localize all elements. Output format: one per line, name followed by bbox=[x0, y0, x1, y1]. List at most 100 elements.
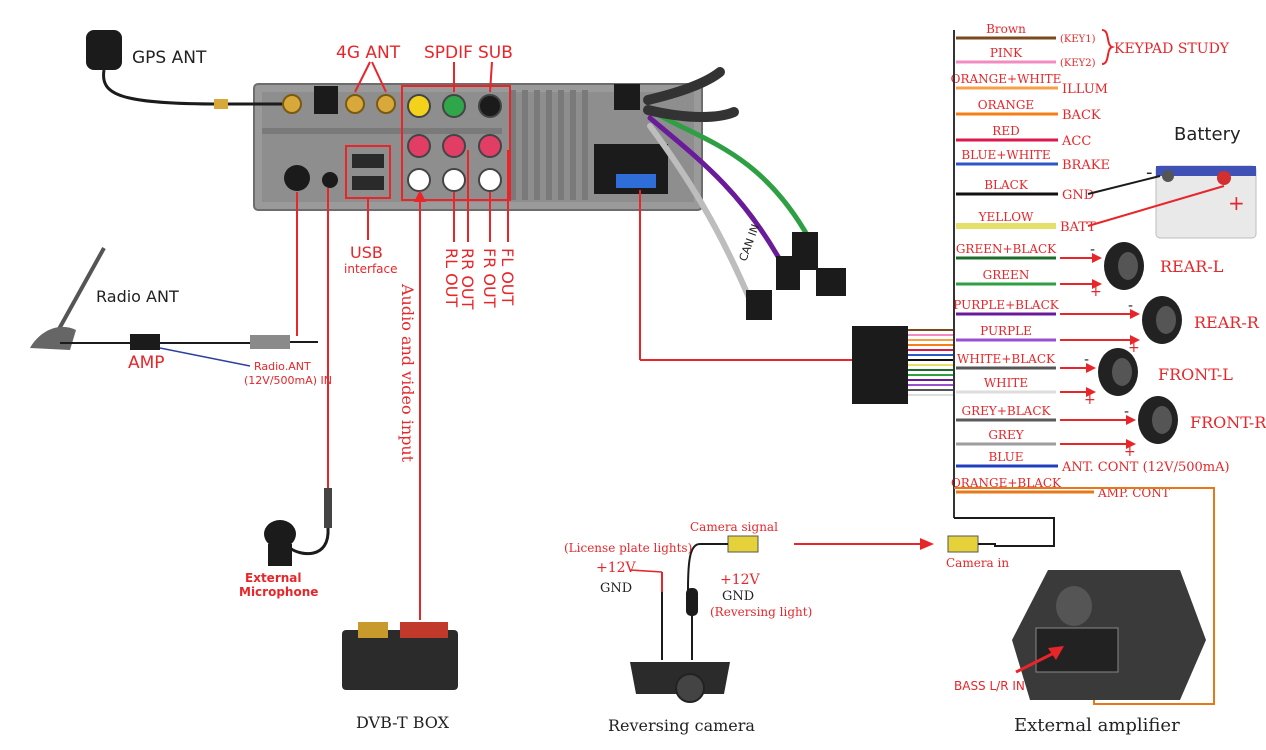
bass-lr-in-label: BASS L/R IN bbox=[954, 679, 1025, 693]
wire-color-label: GREY+BLACK bbox=[962, 404, 1052, 418]
speaker: -+FRONT-L bbox=[1060, 348, 1233, 408]
wire-function-label: (KEY1) bbox=[1060, 34, 1096, 45]
dvb-t-box bbox=[342, 622, 458, 690]
wire-color-label: GREY bbox=[988, 428, 1024, 442]
speaker-minus-sign: - bbox=[1090, 242, 1095, 258]
camera-in-label: Camera in bbox=[946, 556, 1009, 570]
wire-row: GREY bbox=[956, 428, 1056, 446]
gps-antenna bbox=[86, 30, 282, 109]
mic-label-1: External bbox=[245, 571, 301, 585]
speaker-plus-sign: + bbox=[1124, 444, 1136, 460]
radio-antenna bbox=[30, 192, 318, 367]
can-in-label: CAN IN bbox=[737, 222, 762, 263]
speaker: - + FRONT-R bbox=[1060, 396, 1266, 460]
fr-out-label: FR OUT bbox=[480, 248, 499, 308]
radio-ant-in-label: Radio.ANT bbox=[254, 360, 311, 373]
wire-row: RED ACC bbox=[956, 124, 1091, 149]
wire-row: WHITE+BLACK bbox=[956, 352, 1056, 370]
wire-function-label: BACK bbox=[1062, 108, 1101, 123]
amplifier-caption: External amplifier bbox=[1014, 715, 1180, 736]
sub-label: SUB bbox=[478, 43, 513, 63]
camera-connectors bbox=[687, 535, 996, 591]
external-amplifier bbox=[1012, 570, 1206, 700]
speaker-plus-sign: + bbox=[1084, 392, 1096, 408]
battery bbox=[1087, 165, 1257, 239]
wire-function-label: AMP. CONT bbox=[1097, 486, 1170, 500]
wire-color-label: YELLOW bbox=[978, 210, 1034, 224]
radio-ant-label: Radio ANT bbox=[96, 287, 179, 306]
wire-function-label: ANT. CONT (12V/500mA) bbox=[1061, 460, 1230, 475]
radio-ant-in-spec: (12V/500mA) IN bbox=[244, 374, 332, 387]
wire-row: BLACK GND bbox=[956, 178, 1094, 203]
dvb-caption: DVB-T BOX bbox=[356, 713, 450, 732]
wire-color-label: BLUE+WHITE bbox=[961, 148, 1050, 162]
wire-function-label: ACC bbox=[1061, 134, 1091, 149]
fl-out-label: FL OUT bbox=[498, 248, 517, 306]
wire-color-label: ORANGE bbox=[978, 98, 1034, 112]
wire-color-label: RED bbox=[992, 124, 1019, 138]
wire-row: PURPLE+BLACK bbox=[953, 298, 1060, 316]
av-input-label: Audio and video input bbox=[398, 283, 417, 463]
speakers: -+REAR-L-+REAR-R-+FRONT-L-+FRONT-R bbox=[1060, 242, 1266, 460]
keypad-study-label: KEYPAD STUDY bbox=[1114, 41, 1230, 57]
speaker-label: FRONT-L bbox=[1158, 365, 1233, 384]
wire-function-label: (KEY2) bbox=[1060, 58, 1096, 69]
license-lights-label: (License plate lights) bbox=[564, 541, 692, 555]
wire-color-label: WHITE+BLACK bbox=[957, 352, 1056, 366]
wire-color-label: GREEN bbox=[983, 268, 1030, 282]
amp-label: AMP bbox=[128, 353, 165, 373]
wire-row: BLUE ANT. CONT (12V/500mA) bbox=[956, 450, 1230, 475]
battery-plus: + bbox=[1228, 191, 1245, 215]
wire-color-label: PURPLE bbox=[980, 324, 1032, 338]
4g-ant-label: 4G ANT bbox=[336, 43, 401, 63]
speaker-label: REAR-L bbox=[1160, 257, 1224, 276]
mic-label-2: Microphone bbox=[239, 585, 318, 599]
wire-row: PINK (KEY2) bbox=[956, 46, 1096, 69]
harness-bundle bbox=[643, 67, 846, 320]
wire-fan bbox=[908, 329, 954, 396]
usb-interface-label: interface bbox=[344, 262, 398, 276]
plus12v-b: +12V bbox=[720, 572, 761, 588]
gnd-a: GND bbox=[600, 581, 632, 596]
wire-row: YELLOW BATT bbox=[956, 210, 1096, 235]
reversing-light-label: (Reversing light) bbox=[710, 605, 812, 619]
speaker-minus-sign: - bbox=[1128, 298, 1133, 314]
wire-row: Brown (KEY1) bbox=[956, 22, 1096, 45]
wire-color-label: ORANGE+BLACK bbox=[951, 476, 1062, 490]
wire-row: GREY+BLACK bbox=[956, 404, 1056, 422]
spdif-label: SPDIF bbox=[424, 43, 473, 63]
wire-color-label: PINK bbox=[990, 46, 1023, 60]
harness-connector bbox=[852, 326, 908, 404]
wire-color-label: ORANGE+WHITE bbox=[951, 72, 1062, 86]
wire-row: BLUE+WHITE BRAKE bbox=[956, 148, 1110, 173]
rr-out-label: RR OUT bbox=[458, 248, 477, 310]
wire-row: WHITE bbox=[956, 376, 1056, 394]
plus12v-a: +12V bbox=[596, 560, 637, 576]
wire-row: GREEN bbox=[956, 268, 1056, 286]
wire-function-label: BRAKE bbox=[1062, 158, 1110, 173]
camera-signal-label: Camera signal bbox=[690, 520, 778, 534]
speaker-label: REAR-R bbox=[1194, 313, 1260, 332]
usb-label: USB bbox=[350, 243, 383, 262]
wire-color-label: GREEN+BLACK bbox=[956, 242, 1057, 256]
wire-color-label: BLACK bbox=[984, 178, 1029, 192]
wire-color-label: Brown bbox=[986, 22, 1026, 36]
wire-function-label: BATT bbox=[1060, 220, 1096, 235]
battery-minus: - bbox=[1146, 162, 1153, 183]
speaker-minus-sign: - bbox=[1124, 404, 1129, 420]
wire-color-label: PURPLE+BLACK bbox=[953, 298, 1060, 312]
wire-row: PURPLE bbox=[956, 324, 1056, 342]
wire-color-label: BLUE bbox=[988, 450, 1023, 464]
wire-function-label: GND bbox=[1062, 188, 1094, 203]
wire-function-label: ILLUM bbox=[1062, 82, 1108, 97]
wire-row: ORANGE BACK bbox=[956, 98, 1101, 123]
speaker: -+REAR-L bbox=[1060, 242, 1224, 300]
head-unit bbox=[253, 83, 703, 211]
reversing-camera-caption: Reversing camera bbox=[608, 716, 755, 735]
wire-list: Brown(KEY1)PINK(KEY2)ORANGE+WHITEILLUMOR… bbox=[951, 22, 1230, 500]
wire-row: GREEN+BLACK bbox=[956, 242, 1057, 260]
speaker-label: FRONT-R bbox=[1190, 413, 1266, 432]
microphone bbox=[264, 188, 332, 566]
